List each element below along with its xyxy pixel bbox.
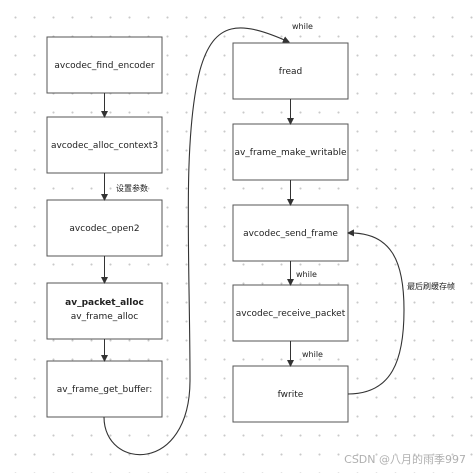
node-avcodec-find-encoder-label: avcodec_find_encoder <box>54 61 155 71</box>
edge-label-while-top: while <box>292 22 313 31</box>
node-fwrite-label: fwrite <box>278 390 304 400</box>
node-avcodec-alloc-context3: avcodec_alloc_context3 <box>46 116 163 174</box>
edge-label-while-low: while <box>302 350 323 359</box>
node-avcodec-send-frame-label: avcodec_send_frame <box>243 229 338 239</box>
node-avcodec-send-frame: avcodec_send_frame <box>232 204 349 262</box>
edge-label-set-params: 设置参数 <box>116 183 148 193</box>
node-av-frame-make-writable-label: av_frame_make_writable <box>234 148 347 158</box>
arrow-get-buffer-to-fread-loop <box>103 27 290 456</box>
edge-label-while-mid: while <box>296 270 317 279</box>
node-packet-frame-alloc: av_packet_alloc av_frame_alloc <box>46 282 163 340</box>
node-av-frame-alloc-label: av_frame_alloc <box>71 312 139 322</box>
node-fread: fread <box>232 42 349 100</box>
watermark: CSDN @八月的雨季997 <box>344 452 466 466</box>
node-avcodec-alloc-context3-label: avcodec_alloc_context3 <box>51 141 158 151</box>
node-av-packet-alloc-label: av_packet_alloc <box>65 298 144 308</box>
arrow-fwrite-to-send-frame-loop <box>347 229 405 395</box>
node-av-frame-get-buffer: av_frame_get_buffer: <box>46 360 163 418</box>
node-avcodec-open2-label: avcodec_open2 <box>69 224 139 234</box>
node-avcodec-receive-packet: avcodec_receive_packet <box>232 284 349 342</box>
node-fread-label: fread <box>279 67 302 77</box>
node-av-frame-get-buffer-label: av_frame_get_buffer: <box>57 385 153 395</box>
node-fwrite: fwrite <box>232 365 349 423</box>
node-avcodec-receive-packet-label: avcodec_receive_packet <box>236 309 346 319</box>
node-avcodec-open2: avcodec_open2 <box>46 199 163 257</box>
node-av-frame-make-writable: av_frame_make_writable <box>232 123 349 181</box>
edge-label-flush-cached-frames: 最后刷缓存帧 <box>407 281 455 291</box>
node-avcodec-find-encoder: avcodec_find_encoder <box>46 36 163 94</box>
